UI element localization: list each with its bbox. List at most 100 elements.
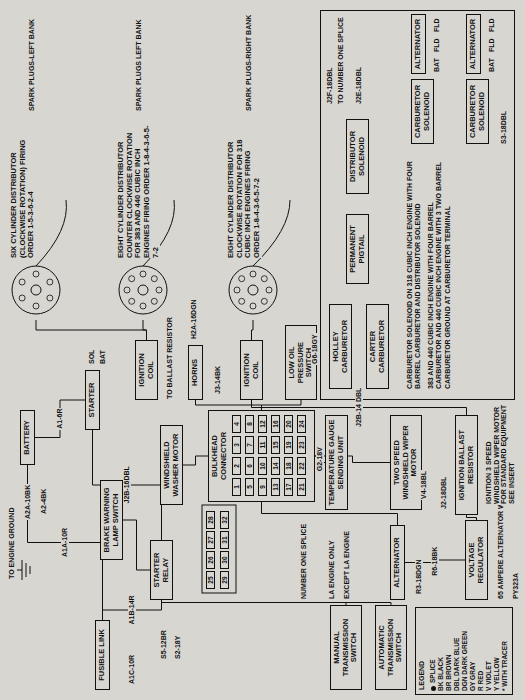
component-box: CARTER CARBURETOR: [366, 304, 389, 389]
cavity-number: 11: [258, 436, 267, 454]
legend-text: V VIOLET: [485, 661, 492, 691]
legend-row: DGN DARK GREEN: [461, 611, 469, 691]
wire-code: BAT: [433, 57, 441, 73]
wire-code: A2-4BK: [40, 488, 48, 515]
wire-code: TO BALLAST RESISTOR: [166, 316, 174, 400]
wire-code: NUMBER ONE SPLICE: [300, 523, 308, 600]
cavity-number: 6: [245, 457, 254, 475]
distributor: EIGHT CYLINDER DISTRIBUTOR COUNTER CLOCK…: [115, 120, 171, 320]
legend-text: DBL DARK BLUE: [453, 638, 460, 691]
distributor-terminal: [19, 279, 25, 285]
battery: BATTERY: [20, 410, 35, 465]
coil-tower: [248, 285, 258, 295]
component-box: DISTRIBUTOR SOLENOID: [346, 119, 369, 194]
component-label: IGNITION COIL: [243, 344, 260, 396]
ground-wire: [17, 570, 22, 571]
cavity-number: 30: [220, 551, 229, 569]
note-block: CARBURETOR SOLENOID ON 318 CUBIC INCH EN…: [406, 159, 456, 389]
cavity-number: 29: [220, 571, 229, 589]
distributor: SIX CYLINDER DISTRIBUTOR (CLOCKWISE ROTA…: [8, 120, 64, 320]
distributor-terminal: [33, 271, 39, 277]
distributor-terminal: [47, 279, 53, 285]
alternator: ALTERNATOR: [390, 525, 405, 600]
legend-row: BR BROWN: [445, 611, 453, 691]
cavity-number: 12: [258, 415, 267, 433]
cavity-number: 31: [220, 531, 229, 549]
cavity-number: 20: [284, 415, 293, 433]
distributor-terminal: [261, 276, 267, 282]
ground-symbol: [30, 566, 31, 574]
component-label: STARTER: [88, 374, 97, 426]
wire-code: J2F-18DBL: [326, 66, 334, 105]
component-label: VOLTAGE REGULATOR: [468, 524, 485, 596]
cavity-number: 22: [297, 457, 306, 475]
distributor-cap: [229, 266, 277, 314]
component-label: BULKHEAD CONNECTOR: [211, 414, 228, 498]
wire-code: A1C-10R: [128, 654, 136, 685]
wire-code: G2-18V: [316, 446, 324, 472]
legend-row: SPLICE: [429, 611, 437, 691]
wire-code: A2A-10BK: [24, 484, 32, 520]
cavity-number: 19: [284, 436, 293, 454]
cavity-number: 7: [245, 436, 254, 454]
distributor-terminal: [47, 295, 53, 301]
wire-code: R3-18DGN: [415, 558, 423, 595]
wire: [28, 465, 103, 620]
wire: [35, 400, 85, 438]
legend-row: BK BLACK: [437, 611, 445, 691]
wire-code: J3-14BK: [214, 365, 222, 395]
distributor-terminal: [124, 287, 130, 293]
distributor-cap: [119, 266, 167, 314]
wire-line: [12, 200, 290, 593]
component-box: TWO SPEED WINDSHIELD WIPER MOTOR: [390, 415, 422, 510]
cavity-number: 23: [297, 436, 306, 454]
spark-plug-wire: [36, 200, 66, 266]
wire-code: J2B-16DBL: [123, 465, 131, 504]
distributor-terminal: [234, 287, 240, 293]
switch: AUTOMATIC TRANSMISSION SWITCH: [375, 605, 407, 690]
cavity-number: 27: [206, 531, 215, 549]
wire: [123, 520, 150, 570]
resistor: IGNITION BALLAST RESISTOR: [455, 415, 478, 515]
legend-text: Y YELLOW: [493, 657, 500, 691]
wire-code: A1-6R: [56, 408, 64, 430]
component-label: STARTER RELAY: [153, 544, 170, 596]
cavity-number: 18: [284, 457, 293, 475]
cavity-number: 4: [232, 415, 241, 433]
wire-code: A1B-14R: [128, 594, 136, 625]
wire-code: FLD: [433, 37, 441, 53]
component-box: PERMANENT PIGTAIL: [346, 214, 369, 284]
wire-code: TO ENGINE GROUND: [8, 507, 16, 580]
alternator: ALTERNATOR: [411, 14, 426, 74]
alternator: ALTERNATOR: [466, 14, 481, 74]
component-label: BATTERY: [23, 414, 32, 461]
distributor-terminal: [250, 303, 256, 309]
component-label: ALTERNATOR: [393, 529, 402, 596]
legend-text: SPLICE: [429, 660, 436, 683]
wire: [262, 400, 302, 410]
legend-row: * WITH TRACER: [501, 611, 509, 691]
distributor-terminal: [261, 298, 267, 304]
wire-code: BAT: [99, 349, 107, 365]
cavity-number: 9: [258, 478, 267, 496]
wire-code: R6-18BK: [431, 546, 439, 577]
wire-code: A1A-10R: [61, 527, 69, 558]
component-label: ALTERNATOR: [469, 18, 478, 70]
splice-dot: [431, 686, 436, 691]
wire-code: SPARK PLUGS-LEFT BANK: [28, 18, 36, 112]
distributor-terminal: [140, 303, 146, 309]
cavity-number: 2: [232, 457, 241, 475]
wire-code: BAT: [488, 57, 496, 73]
component-box: CARBURETOR SOLENOID: [411, 79, 434, 144]
wire-code: J2-18DBL: [440, 476, 448, 510]
legend-row: V VIOLET: [485, 611, 493, 691]
cavity-number: 25: [206, 571, 215, 589]
legend-text: R RED: [477, 671, 484, 691]
cavity-number: 5: [245, 478, 254, 496]
ground-symbol: [26, 563, 27, 577]
ignition-coil: IGNITION COIL: [240, 340, 263, 400]
wire-code: SPARK PLUGS LEFT BANK: [135, 18, 143, 112]
distributor-terminal: [250, 271, 256, 277]
component-label: FUSIBLE LINK: [98, 624, 107, 686]
